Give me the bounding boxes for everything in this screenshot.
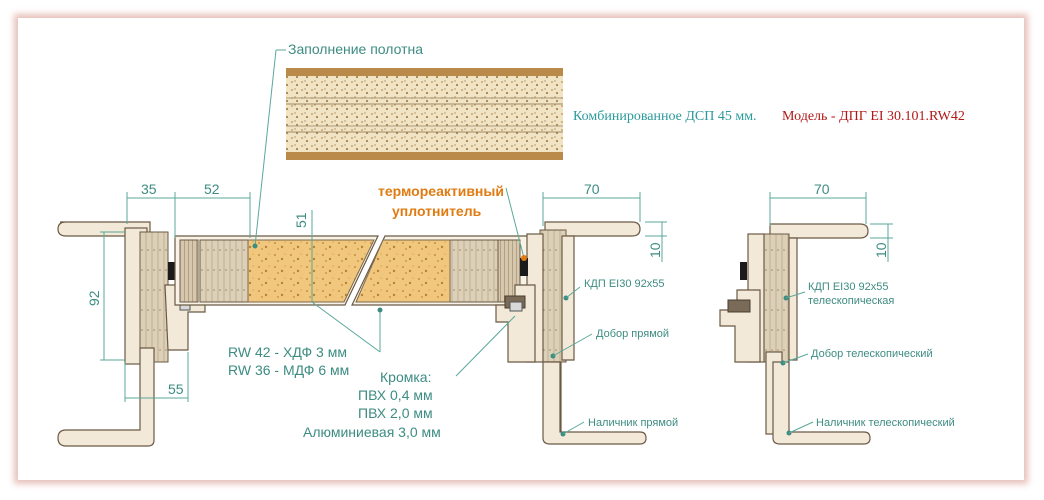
dobor-straight-label: Добор прямой [596,328,669,340]
dimension-lines [100,192,893,402]
edge-title: Кромка: [380,369,431,385]
board-sample-photo [286,68,563,160]
dim-10-right: 10 [873,242,889,258]
edge-pvc-20: ПВХ 2,0 мм [358,405,433,421]
dim-70-right: 70 [814,181,830,197]
material-description: Комбинированное ДСП 45 мм. [573,109,757,124]
dim-51: 51 [293,212,309,228]
dim-55: 55 [168,381,184,397]
door-leaf-section [174,235,531,306]
edge-pvc-04: ПВХ 0,4 мм [358,387,433,403]
nalichnik-straight-label: Наличник прямой [588,417,678,429]
rw42-label: RW 42 - ХДФ 3 мм [228,344,347,360]
filling-label: Заполнение полотна [288,41,423,57]
rw36-label: RW 36 - МДФ 6 мм [228,362,349,378]
dim-10-middle: 10 [647,242,663,258]
middle-frame-assembly [495,221,647,445]
dim-35: 35 [141,181,157,197]
kdp-label: КДП EI30 92х55 [584,278,664,290]
edge-alu: Алюминиевая 3,0 мм [303,424,441,440]
seal-label-line1: термореактивный [378,183,504,199]
dim-70-middle: 70 [584,181,600,197]
right-frame-assembly [719,223,871,445]
kdp-tele-line1: КДП EI30 92х55 [808,281,888,293]
nalichnik-tele-label: Наличник телескопический [816,417,955,429]
dim-52: 52 [204,181,220,197]
kdp-tele-line2: телескопическая [808,295,894,307]
leader-lines [252,49,814,437]
seal-label-line2: уплотнитель [392,203,482,219]
model-label: Модель - ДПГ EI 30.101.RW42 [782,109,965,124]
dobor-tele-label: Добор телескопический [811,348,933,360]
dim-92: 92 [86,290,102,306]
